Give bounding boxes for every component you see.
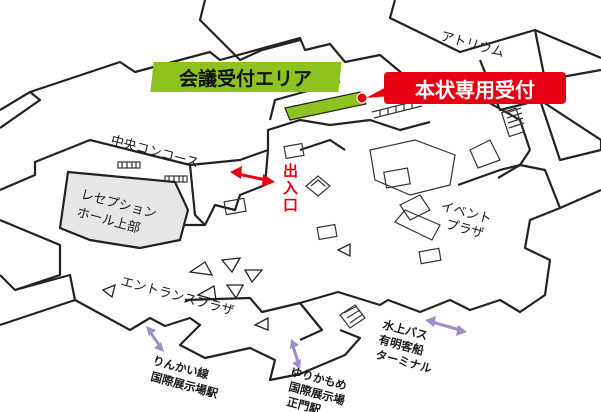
entrance-exit-label: 出 入 口 <box>283 162 298 214</box>
entrance-triangles <box>101 242 351 331</box>
water-bus-arrow <box>425 316 467 336</box>
entrance-plaza-label: エントランスプラザ <box>119 274 236 319</box>
atrium-label: アトリウム <box>439 29 506 60</box>
entrance-exit-char-3: 口 <box>283 196 298 214</box>
central-concourse-label: 中央コンコース <box>109 133 200 171</box>
entrance-exit-char-1: 出 <box>283 162 298 180</box>
yurikamome-arrow <box>290 339 301 369</box>
conference-area-highlight <box>284 91 367 121</box>
entrance-arrow <box>230 166 275 187</box>
conference-reception-callout: 会議受付エリア <box>150 62 342 92</box>
rinkai-arrow <box>146 326 164 352</box>
main-reception-callout: 本状専用受付 <box>384 72 566 104</box>
entrance-exit-char-2: 入 <box>283 179 298 197</box>
main-reception-label: 本状専用受付 <box>415 77 535 102</box>
main-reception-marker <box>356 92 368 104</box>
conference-reception-label: 会議受付エリア <box>179 67 313 90</box>
interior-structures <box>117 99 525 329</box>
reception-hall-area <box>58 170 190 250</box>
